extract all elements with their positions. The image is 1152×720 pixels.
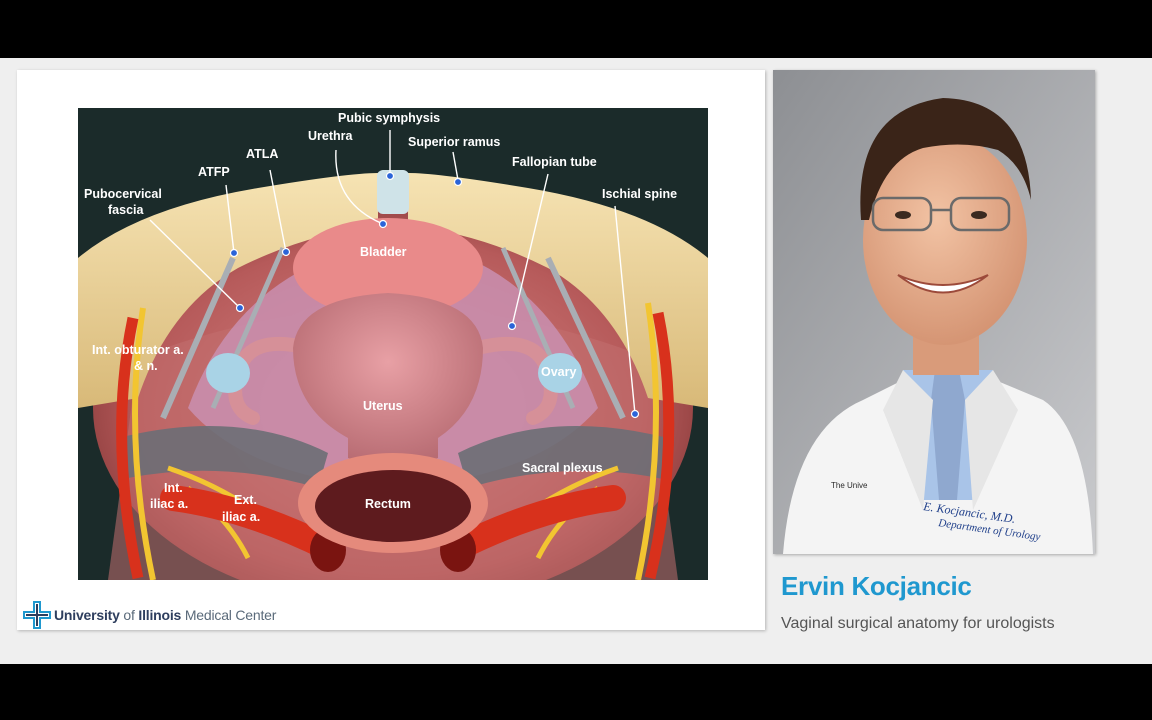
label-pubic-symphysis: Pubic symphysis [338,111,440,125]
speaker-name: Ervin Kocjancic [781,571,972,601]
speaker-title: Vaginal surgical anatomy for urologists [781,615,1055,632]
label-int-iliac: Int. [164,481,183,495]
label-atla: ATLA [246,147,278,161]
label-superior-ramus: Superior ramus [408,135,500,149]
bottom-letterbox [0,664,1152,720]
hair [860,98,1031,220]
artery-right [644,311,675,580]
label-int-obturator: Int. obturator a. [92,343,184,357]
label-int-obturator-n: & n. [134,359,158,373]
label-int-iliac-a: iliac a. [150,497,188,511]
label-ext-iliac: Ext. [234,493,257,507]
ovary-left [206,353,250,393]
logo-of: of [123,607,135,623]
iliac-artery-right [445,485,626,561]
slide-card: Pubic symphysis Urethra Superior ramus A… [17,70,765,630]
face [863,135,1027,345]
top-letterbox [0,0,1152,58]
label-rectum: Rectum [365,497,411,511]
label-fascia: fascia [108,203,144,217]
uterus [293,293,483,466]
pubic-bone-left [78,173,378,408]
label-pubocervical: Pubocervical [84,187,162,201]
nerve-right [635,302,659,580]
label-urethra: Urethra [308,129,354,143]
anatomy-figure: Pubic symphysis Urethra Superior ramus A… [78,108,708,580]
pubic-symphysis-cartilage [377,170,409,214]
ovary-right [538,353,582,393]
video-stage: Pubic symphysis Urethra Superior ramus A… [0,58,1152,664]
label-atfp: ATFP [198,165,230,179]
pubic-bone-right [408,173,708,408]
nerve-left [132,307,156,580]
label-fallopian-tube: Fallopian tube [512,155,597,169]
logo-medical-center: Medical Center [184,607,277,623]
coat-badge-text: The Unive [831,481,868,490]
university-logo: University of Illinois Medical Center [23,601,276,629]
label-ext-iliac-a: iliac a. [222,510,260,524]
label-sacral-plexus: Sacral plexus [522,461,603,475]
iliac-artery-left [160,485,341,561]
label-ischial-spine: Ischial spine [602,187,677,201]
logo-illinois: Illinois [138,607,182,623]
medical-center-logo-icon [23,601,51,629]
logo-university: University [54,607,120,623]
speaker-photo: E. Kocjancic, M.D. Department of Urology… [773,70,1095,554]
label-bladder: Bladder [360,245,407,259]
artery-left [116,316,144,580]
bladder [293,218,483,318]
label-ovary: Ovary [541,365,576,379]
label-uterus: Uterus [363,399,403,413]
